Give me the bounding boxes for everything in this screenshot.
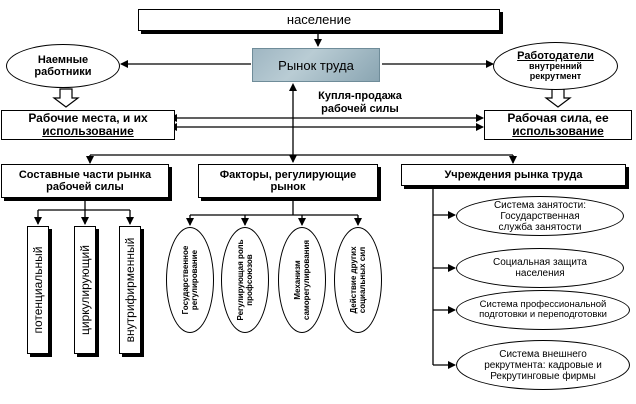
factor-unions-label: Регулирующая роль профсоюзов bbox=[236, 239, 254, 320]
factor-state-label: Государственное регулирование bbox=[181, 246, 199, 315]
factor-state-line-1: Государственное bbox=[180, 245, 190, 315]
factor-social-forces-label: Действие других социальных сил bbox=[349, 246, 367, 313]
institution-employment-ellipse: Система занятости: Государственная служб… bbox=[456, 196, 624, 236]
factors-title-line-2: рынок bbox=[270, 181, 306, 193]
institution-recruitment-ellipse: Система внешнего рекрутмента: кадровые и… bbox=[456, 340, 630, 390]
hired-workers-ellipse: Наемные работники bbox=[6, 44, 120, 88]
hired-workers-line-2: работники bbox=[34, 66, 92, 78]
institution-employment-line-2: Государственная bbox=[500, 210, 580, 222]
factor-social-forces-ellipse: Действие других социальных сил bbox=[334, 227, 382, 333]
institution-recruitment-line-3: Рекрутинговые фирмы bbox=[490, 370, 596, 382]
part-circulating-box: циркулирующий bbox=[74, 226, 96, 354]
workforce-line-1: Рабочая сила, ее bbox=[507, 110, 609, 125]
population-box: население bbox=[138, 9, 500, 31]
part-intrafirm-label: внутрифирменный bbox=[123, 237, 137, 343]
parts-title-line-2: рабочей силы bbox=[46, 181, 124, 193]
employers-ellipse: Работодатели внутренний рекрутмент bbox=[493, 42, 618, 90]
institution-recruitment-line-1: Система внешнего bbox=[499, 348, 587, 360]
institution-employment-line-3: служба занятости bbox=[498, 221, 582, 233]
purchase-line-1: Купля-продажа bbox=[318, 90, 402, 102]
institution-employment-line-1: Система занятости: bbox=[493, 199, 587, 211]
factor-self-regulation-line-2: саморегулирования bbox=[302, 239, 311, 321]
purchase-line-2: рабочей силы bbox=[321, 102, 399, 115]
labor-market-box: Рынок труда bbox=[252, 48, 380, 82]
institutions-title: Учреждения рынка труда bbox=[444, 168, 583, 181]
labor-market-label: Рынок труда bbox=[278, 57, 354, 73]
institution-training-line-2: подготовки и переподготовки bbox=[479, 309, 607, 320]
workforce-box: Рабочая сила, ее использование bbox=[484, 110, 632, 140]
population-label: население bbox=[286, 11, 352, 27]
employers-title: Работодатели bbox=[517, 50, 594, 63]
factor-self-regulation-ellipse: Механизм саморегулирования bbox=[278, 227, 326, 333]
employers-sub-line-1: внутренний bbox=[529, 61, 582, 72]
institution-social-line-1: Социальная защита bbox=[493, 257, 587, 268]
workforce-line-2: использование bbox=[512, 124, 604, 138]
factor-self-regulation-line-1: Механизм bbox=[292, 260, 302, 300]
factor-social-forces-line-1: Действие других bbox=[348, 246, 358, 314]
factor-unions-line-2: профсоюзов bbox=[245, 254, 254, 306]
factor-social-forces-line-2: социальных сил bbox=[358, 246, 367, 314]
institution-training-ellipse: Система профессиональной подготовки и пе… bbox=[456, 290, 630, 330]
factor-self-regulation-label: Механизм саморегулирования bbox=[293, 240, 311, 320]
institution-training-line-1: Система профессиональной bbox=[479, 298, 607, 310]
factors-box: Факторы, регулирующие рынок bbox=[198, 164, 378, 198]
parts-box: Составные части рынка рабочей силы bbox=[1, 164, 169, 198]
jobs-line-1: Рабочие места, и их bbox=[28, 110, 148, 125]
factors-title-line-1: Факторы, регулирующие bbox=[219, 168, 357, 181]
factor-state-line-2: регулирование bbox=[190, 249, 199, 311]
institutions-box: Учреждения рынка труда bbox=[401, 164, 626, 186]
part-potential-label: потенциальный bbox=[31, 246, 45, 334]
purchase-label: Купля-продажа рабочей силы bbox=[300, 90, 420, 115]
jobs-box: Рабочие места, и их использование bbox=[1, 110, 175, 140]
institution-social-line-2: населения bbox=[515, 268, 565, 279]
employers-sub-line-2: рекрутмент bbox=[529, 71, 582, 82]
factor-unions-ellipse: Регулирующая роль профсоюзов bbox=[221, 227, 269, 333]
part-circulating-label: циркулирующий bbox=[78, 245, 92, 335]
factor-state-ellipse: Государственное регулирование bbox=[166, 227, 214, 333]
factor-unions-line-1: Регулирующая роль bbox=[235, 239, 245, 321]
hired-workers-line-1: Наемные bbox=[37, 53, 89, 66]
part-intrafirm-box: внутрифирменный bbox=[119, 226, 141, 354]
institution-recruitment-line-2: рекрутмента: кадровые и bbox=[484, 359, 602, 371]
parts-title-line-1: Составные части рынка bbox=[18, 168, 152, 181]
institution-social-ellipse: Социальная защита населения bbox=[456, 248, 624, 288]
part-potential-box: потенциальный bbox=[27, 226, 49, 354]
jobs-line-2: использование bbox=[42, 124, 134, 138]
